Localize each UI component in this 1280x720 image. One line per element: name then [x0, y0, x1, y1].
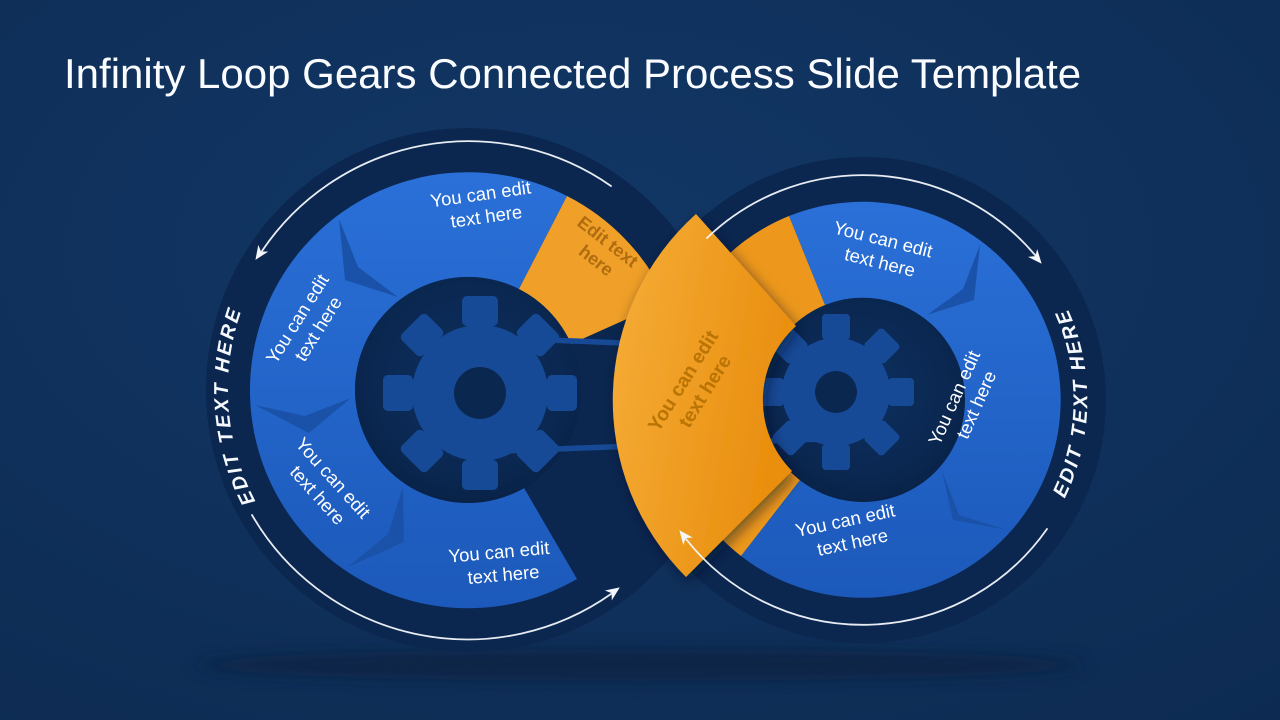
- segment-divider-chevron-icon: [255, 398, 351, 433]
- floor-shadow: [195, 649, 1085, 681]
- right-ring-segments: [741, 201, 1061, 598]
- right-rotation-arrow-top: [706, 174, 1036, 256]
- left-rotation-arrow-top: [261, 140, 612, 252]
- left-orange-segment[interactable]: [519, 196, 667, 344]
- segment-divider-chevron-icon: [927, 245, 980, 315]
- arrowhead-icon: [1028, 249, 1042, 264]
- segment-divider-chevron-icon: [348, 487, 404, 567]
- arrowhead-icon: [679, 530, 693, 545]
- arrowhead-icon: [255, 244, 269, 260]
- left-ring: [249, 172, 667, 609]
- slide-title: Infinity Loop Gears Connected Process Sl…: [64, 50, 1081, 97]
- segment-divider-chevron-icon: [339, 219, 398, 297]
- left-rotation-arrow-bottom: [251, 514, 612, 641]
- arrowhead-icon: [604, 587, 620, 601]
- left-ring-segments: [249, 172, 577, 609]
- left-gear-icon: [383, 296, 577, 490]
- rotation-arrows: [251, 140, 1048, 641]
- right-orange-segment-top: [707, 216, 825, 337]
- right-rotation-arrow-bottom: [685, 528, 1048, 626]
- segment-divider-chevron-icon: [942, 471, 1007, 530]
- rotation-arrowheads: [255, 244, 1042, 601]
- infinity-band-segment[interactable]: [612, 214, 796, 577]
